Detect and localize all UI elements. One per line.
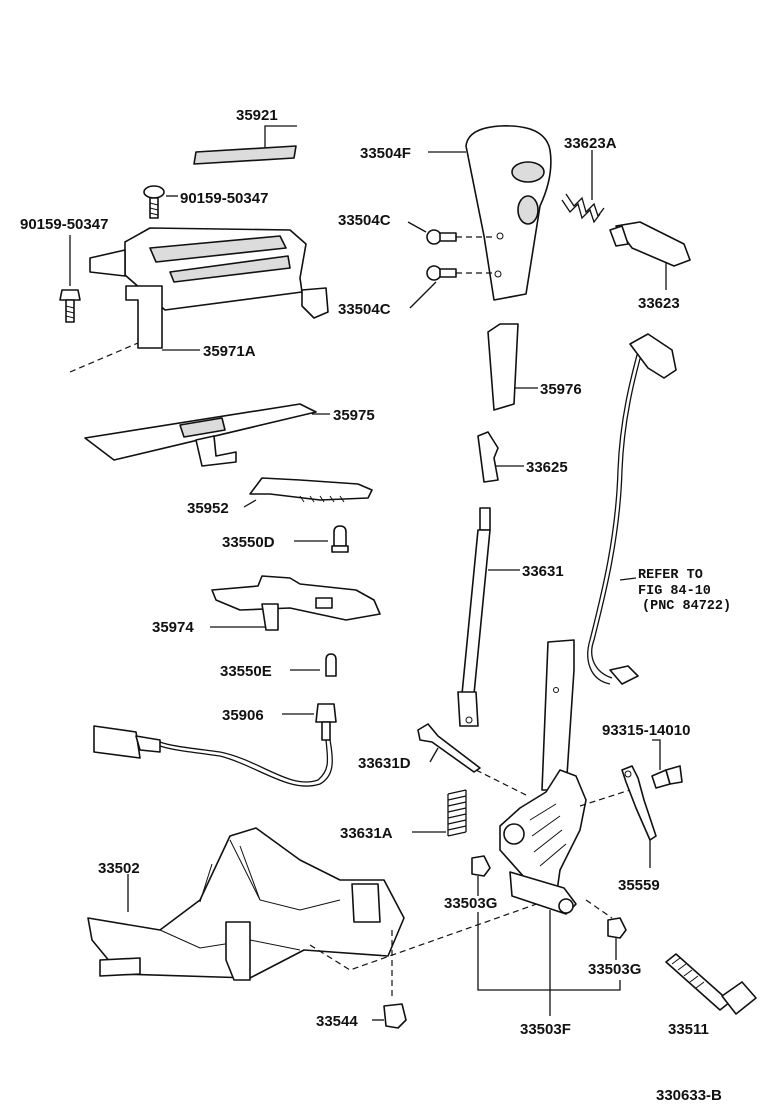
part-33631d-pin [417, 723, 481, 773]
figure-code: 330633-B [656, 1087, 722, 1104]
part-33503g-bushing-right [607, 917, 627, 939]
part-35976-sleeve [487, 323, 519, 411]
part-33504c-screw-bottom [426, 265, 457, 281]
part-90159-screw-upper [143, 185, 165, 219]
part-33625-piece [477, 431, 499, 483]
label-33623a: 33623A [564, 135, 617, 152]
label-35952: 35952 [187, 500, 229, 517]
label-35559: 35559 [618, 877, 660, 894]
label-33544: 33544 [316, 1013, 358, 1030]
refer-line1: REFER TO [638, 568, 703, 583]
part-93315-screw [651, 765, 683, 789]
label-33504c-bottom: 33504C [338, 301, 391, 318]
part-35952-lever [249, 477, 373, 503]
refer-line2: FIG 84-10 [638, 584, 711, 599]
label-35974: 35974 [152, 619, 194, 636]
part-33503g-bushing-left [471, 855, 491, 877]
label-33550d: 33550D [222, 534, 275, 551]
label-33503f: 33503F [520, 1021, 571, 1038]
dash-33631d [475, 769, 529, 797]
leader-refer [619, 577, 637, 581]
part-33550d-bulb [331, 525, 349, 553]
label-33502: 33502 [98, 860, 140, 877]
label-33631: 33631 [522, 563, 564, 580]
label-35921: 35921 [236, 107, 278, 124]
part-33550e-bulb [325, 653, 337, 677]
leader-33504c-top [407, 221, 427, 233]
label-33504c-top: 33504C [338, 212, 391, 229]
part-33502-base [87, 827, 405, 981]
label-35975: 35975 [333, 407, 375, 424]
part-33504c-screw-top [426, 229, 457, 245]
part-35559-lever [621, 765, 657, 841]
part-33511-bolt [665, 953, 757, 1015]
label-33623: 33623 [638, 295, 680, 312]
part-33544-clip [383, 1003, 407, 1029]
part-90159-bolt-left [59, 289, 81, 323]
label-35976: 35976 [540, 381, 582, 398]
label-33511: 33511 [668, 1021, 709, 1038]
part-33504f-knob [465, 125, 552, 301]
part-33623-button [609, 221, 691, 267]
label-93315: 93315-14010 [602, 722, 690, 739]
part-33631a-spring [447, 789, 467, 837]
part-35921-pad [193, 145, 297, 165]
label-33550e: 33550E [220, 663, 272, 680]
leader-33631d [429, 747, 439, 763]
bracket-33503g-group [477, 912, 621, 991]
label-33504f: 33504F [360, 145, 411, 162]
refer-line3: (PNC 84722) [642, 599, 731, 614]
part-35975-plate [84, 403, 317, 467]
leader-33504c-bottom [409, 281, 437, 309]
label-35971a: 35971A [203, 343, 256, 360]
label-33625: 33625 [526, 459, 568, 476]
label-35906: 35906 [222, 707, 264, 724]
dash-90159-to-35971a [69, 339, 146, 373]
part-35971a-cover [89, 227, 329, 349]
part-33623a-spring [561, 193, 605, 224]
dash-arm-to-33503g [585, 899, 613, 919]
label-33631a: 33631A [340, 825, 393, 842]
dash-arm-to-35559 [579, 789, 631, 807]
leader-35952 [243, 499, 257, 508]
leader-35921 [264, 125, 297, 148]
label-33503g-left: 33503G [444, 895, 497, 912]
part-35974-bracket [211, 575, 381, 631]
label-33631d: 33631D [358, 755, 411, 772]
dash-base-to-arm [309, 899, 549, 971]
label-33503g-right: 33503G [588, 961, 641, 978]
part-shift-lever-arm [499, 639, 587, 915]
label-90159-upper: 90159-50347 [180, 190, 268, 207]
leader-93315 [652, 739, 661, 770]
label-90159-left: 90159-50347 [20, 216, 108, 233]
part-shift-lock-cable [587, 333, 677, 685]
part-33631-rod [457, 507, 491, 727]
part-35906-socket [93, 703, 337, 787]
